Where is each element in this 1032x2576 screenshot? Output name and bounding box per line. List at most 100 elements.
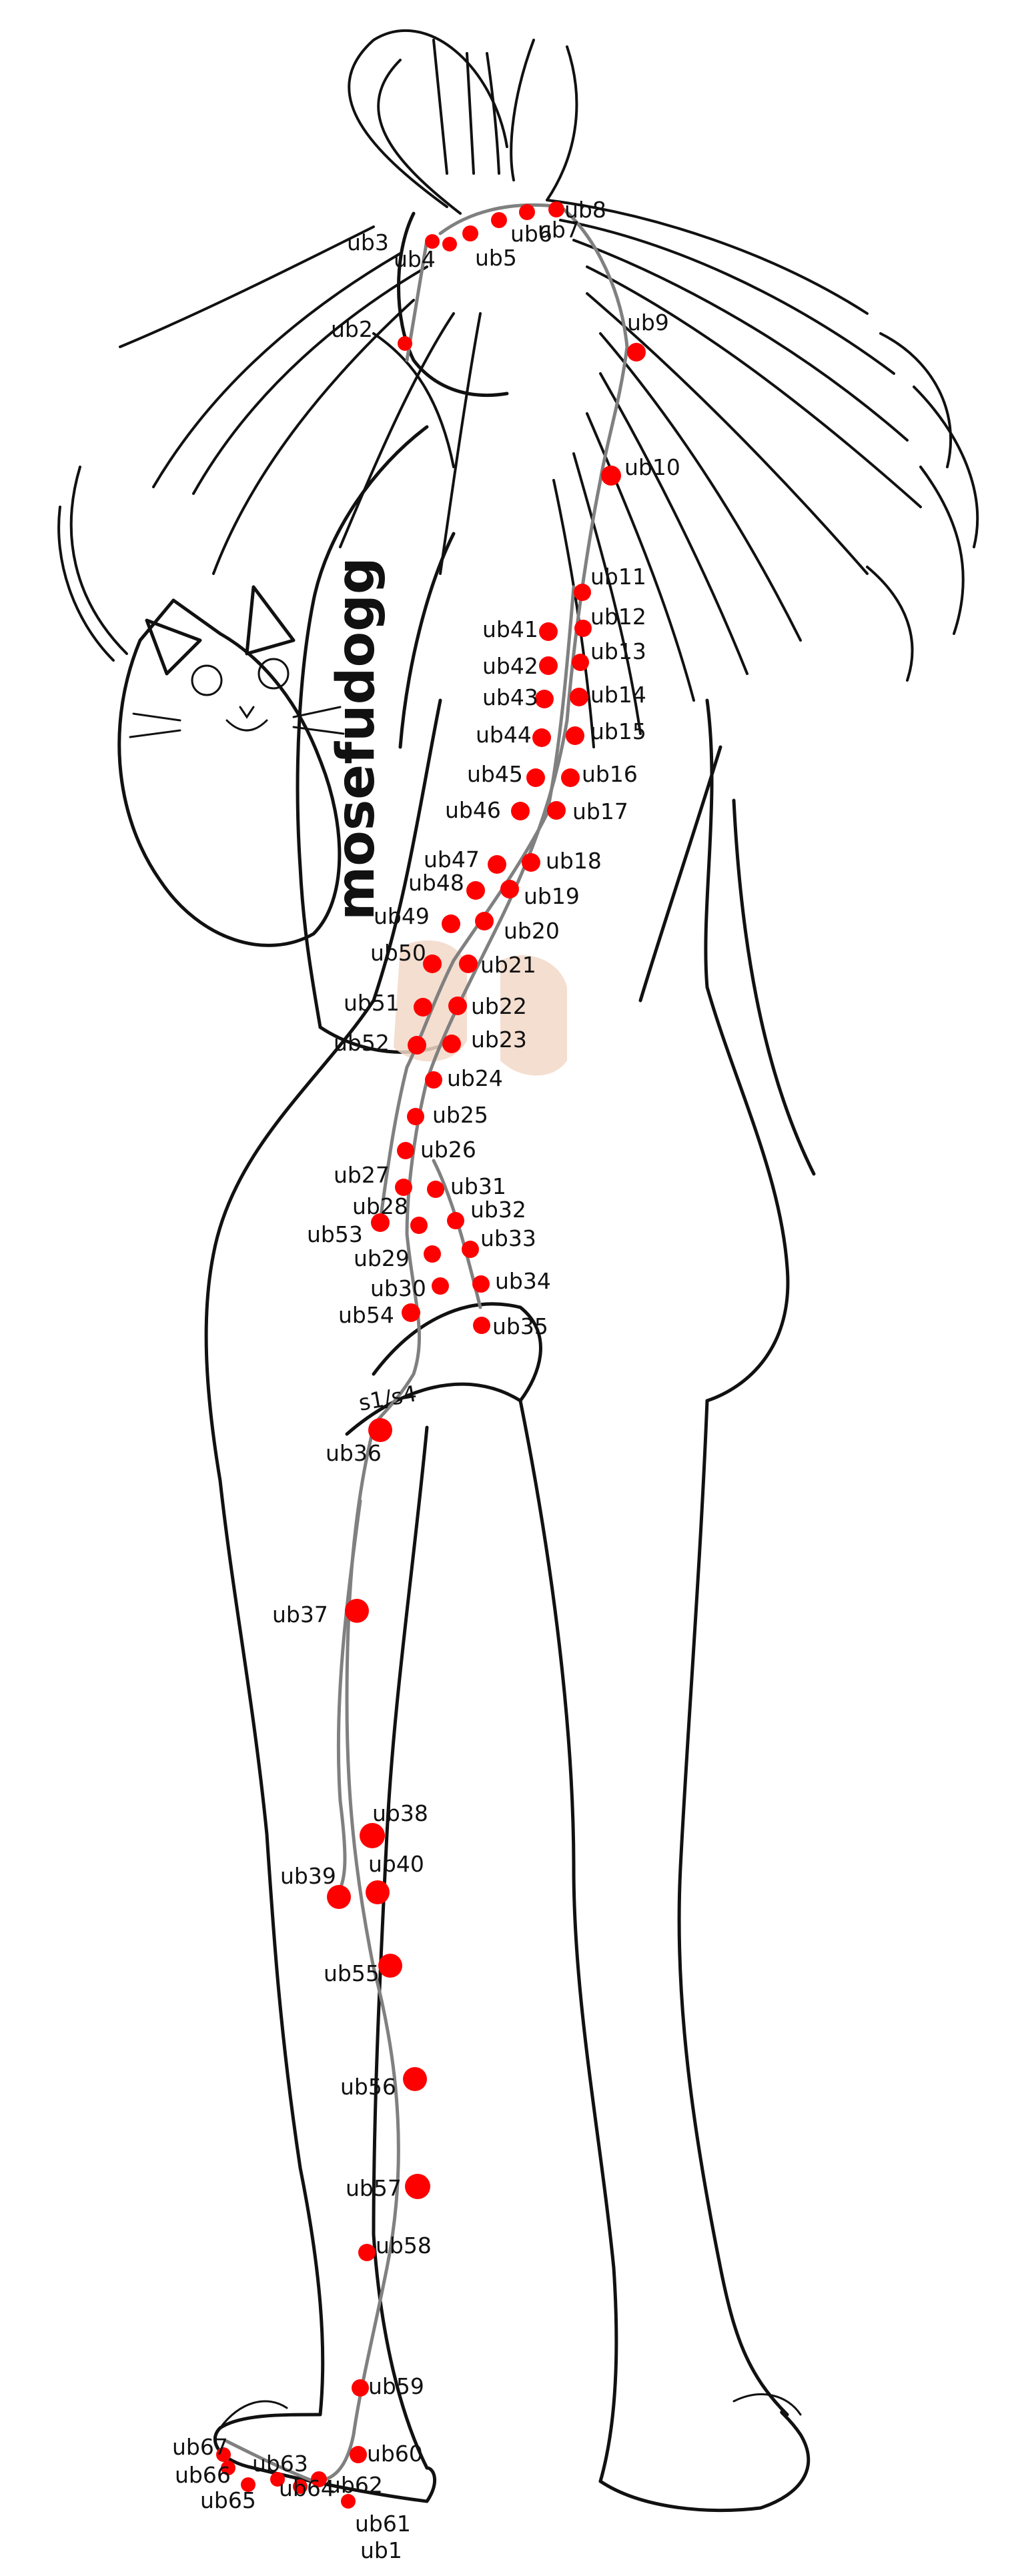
acupoint-ub51[interactable] xyxy=(414,998,432,1017)
acupoint-ub62[interactable] xyxy=(311,2471,327,2487)
acupoint-ub43[interactable] xyxy=(535,690,554,708)
acupoint-label-ub21: ub21 xyxy=(480,952,536,978)
acupoint-ub30[interactable] xyxy=(432,1277,449,1295)
acupoint-label-ub40: ub40 xyxy=(368,1851,424,1877)
acupoint-label-ub25: ub25 xyxy=(432,1102,488,1128)
acupoint-ub16[interactable] xyxy=(561,768,580,787)
acupoint-ub46[interactable] xyxy=(511,802,530,820)
acupoint-ub37[interactable] xyxy=(345,1599,369,1623)
acupoint-ub11[interactable] xyxy=(574,584,591,601)
acupoint-label-ub30: ub30 xyxy=(370,1275,426,1301)
acupoint-ub44[interactable] xyxy=(532,728,551,747)
acupoint-ub52[interactable] xyxy=(408,1036,426,1055)
acupoint-ub59[interactable] xyxy=(352,2379,369,2397)
acupoint-ub38[interactable] xyxy=(360,1823,385,1848)
acupoint-ub47[interactable] xyxy=(488,855,506,874)
acupoint-label-ub15: ub15 xyxy=(590,718,646,744)
acupoint-ub45[interactable] xyxy=(526,768,545,787)
acupoint-ub50[interactable] xyxy=(423,954,442,973)
acupoint-ub13[interactable] xyxy=(572,654,589,671)
acupoint-ub40[interactable] xyxy=(366,1880,390,1904)
acupoint-ub22[interactable] xyxy=(448,997,467,1015)
acupoint-label-ub67: ub67 xyxy=(172,2434,228,2460)
acupoint-ub19[interactable] xyxy=(500,880,519,898)
acupoint-ub32[interactable] xyxy=(447,1212,464,1229)
acupoint-ub20[interactable] xyxy=(475,912,494,930)
acupoint-label-ub32: ub32 xyxy=(470,1197,526,1223)
acupoint-ub10[interactable] xyxy=(601,466,621,486)
acupoint-label-ub41: ub41 xyxy=(482,616,538,642)
acupoint-ub31[interactable] xyxy=(427,1181,444,1198)
acupoint-label-ub17: ub17 xyxy=(572,798,628,824)
acupoint-ub26[interactable] xyxy=(397,1142,414,1159)
acupoint-ub42[interactable] xyxy=(539,656,558,675)
acupoint-ub23[interactable] xyxy=(442,1035,461,1053)
acupoint-ub2[interactable] xyxy=(398,336,412,351)
acupoint-ub65[interactable] xyxy=(241,2477,255,2492)
acupoint-ub57[interactable] xyxy=(405,2174,430,2199)
acupoint-label-ub3: ub3 xyxy=(347,229,389,255)
acupoint-ub15[interactable] xyxy=(566,726,584,745)
acupoint-ub28[interactable] xyxy=(410,1217,428,1234)
acupoint-label-ub2: ub2 xyxy=(331,316,373,342)
acupoint-ub35[interactable] xyxy=(473,1317,490,1334)
acupoint-label-ub18: ub18 xyxy=(546,848,602,874)
acupoint-ub49[interactable] xyxy=(442,914,460,933)
acupoint-ub4[interactable] xyxy=(442,237,457,251)
acupoint-ub12[interactable] xyxy=(574,620,592,637)
acupoint-label-ub45: ub45 xyxy=(467,761,523,787)
acupoint-label-ub37: ub37 xyxy=(272,1601,328,1628)
acupoint-label-ub5: ub5 xyxy=(475,245,517,271)
acupoint-label-ub11: ub11 xyxy=(590,564,646,590)
acupoint-ub61[interactable] xyxy=(341,2494,356,2509)
meridian-leg xyxy=(225,1425,400,2483)
acupoint-ub14[interactable] xyxy=(570,688,588,706)
acupoint-label-ub35: ub35 xyxy=(492,1313,548,1339)
acupoint-ub17[interactable] xyxy=(547,801,566,820)
acupoint-label-ub34: ub34 xyxy=(495,1268,551,1294)
acupoint-ub34[interactable] xyxy=(472,1275,490,1293)
highlight-right xyxy=(500,955,567,1076)
acupoint-ub25[interactable] xyxy=(407,1108,424,1125)
acupoint-label-ub16: ub16 xyxy=(582,761,638,787)
meridian-lines xyxy=(225,203,629,2483)
acupoint-ub63[interactable] xyxy=(270,2472,285,2487)
acupoint-label-ub19: ub19 xyxy=(524,883,580,909)
acupoint-ub67[interactable] xyxy=(216,2447,231,2462)
acupoint-ub3[interactable] xyxy=(425,234,440,249)
acupoint-ub29[interactable] xyxy=(424,1245,441,1263)
acupoint-ub24[interactable] xyxy=(425,1071,442,1089)
acupoint-ub18[interactable] xyxy=(522,853,540,872)
acupoint-label-ub53: ub53 xyxy=(307,1221,363,1247)
acupoint-ub21[interactable] xyxy=(459,954,478,973)
acupoint-ub33[interactable] xyxy=(462,1241,479,1258)
acupoint-label-ub1: ub1 xyxy=(360,2537,402,2563)
acupoint-ub58[interactable] xyxy=(358,2244,376,2261)
acupoint-ub36[interactable] xyxy=(368,1418,392,1442)
acupoint-ub39[interactable] xyxy=(327,1885,351,1909)
acupoint-ub66[interactable] xyxy=(221,2461,235,2475)
acupoint-ub7[interactable] xyxy=(519,204,535,220)
acupoint-ub27[interactable] xyxy=(395,1179,412,1196)
acupoint-ub9[interactable] xyxy=(627,343,646,362)
acupoint-ub48[interactable] xyxy=(466,881,485,900)
acupoint-ub53[interactable] xyxy=(371,1213,390,1232)
meridian-leg-outer xyxy=(335,1499,362,1896)
acupoint-label-ub47: ub47 xyxy=(424,846,480,872)
acupoint-ub55[interactable] xyxy=(378,1954,402,1978)
acupoint-ub6[interactable] xyxy=(491,212,507,228)
acupoint-label-ub7: ub7 xyxy=(538,217,580,243)
acupoint-ub8[interactable] xyxy=(548,201,564,217)
meridian-head xyxy=(438,203,629,482)
acupoint-ub64[interactable] xyxy=(293,2479,308,2494)
acupoint-ub56[interactable] xyxy=(403,2067,427,2091)
acupoint-ub60[interactable] xyxy=(350,2446,367,2463)
acupoint-ub41[interactable] xyxy=(539,622,558,641)
acupoint-ub5[interactable] xyxy=(462,225,478,241)
hair-strands xyxy=(119,29,979,748)
acupoint-ub54[interactable] xyxy=(402,1303,420,1322)
acupoint-label-ub27: ub27 xyxy=(334,1162,390,1188)
cat-drawing xyxy=(57,466,345,947)
